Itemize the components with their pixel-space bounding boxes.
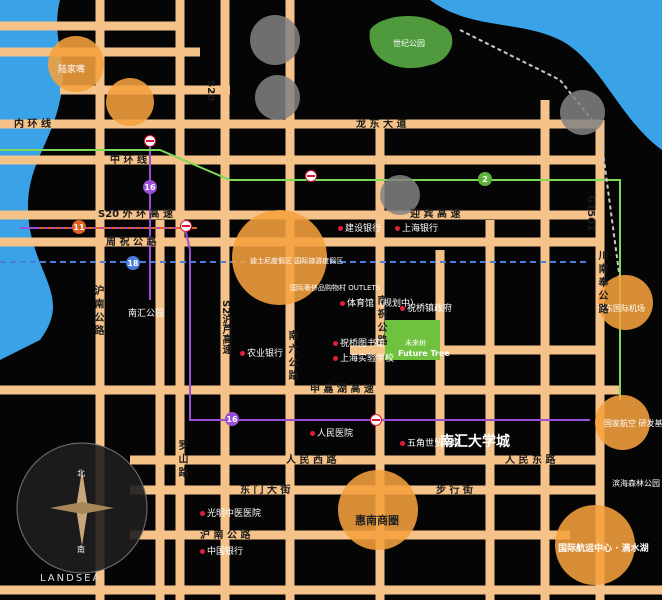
huangpu-river xyxy=(0,0,63,360)
road-s20-outer: S20 外 环 高 速 xyxy=(98,209,174,220)
outlets-label: 国际奢侈品购物村 OUTLETS xyxy=(290,284,381,292)
brand-label: LANDSEA xyxy=(40,573,102,584)
metro-station-1[interactable] xyxy=(144,135,156,147)
poi-dot xyxy=(200,511,205,516)
lujiazui-label: 陆家嘴 xyxy=(58,65,86,75)
metro-station-3[interactable] xyxy=(180,220,192,232)
poi-text: 体育馆（规划中） xyxy=(347,299,420,309)
zhangjiang-circle[interactable] xyxy=(106,78,154,126)
poi-dot xyxy=(333,356,338,361)
futuretree-block xyxy=(385,320,440,360)
disney-label: 迪士尼度假区 国际旅游度假区 xyxy=(250,257,344,265)
road-hunan: 沪 南 公 路 xyxy=(92,285,103,336)
poi-dot xyxy=(395,226,400,231)
poi-text: 中国银行 xyxy=(207,547,244,557)
gray-circle-2[interactable] xyxy=(255,75,300,120)
metro-line-2 xyxy=(0,149,621,400)
compass-cross xyxy=(50,502,114,514)
poi-dot xyxy=(200,549,205,554)
road-nanzhu: 南 祝 公 路 xyxy=(375,295,386,346)
road-s20: S20 xyxy=(205,80,216,102)
road-renmin-west: 人 民 西 路 xyxy=(286,455,337,466)
poi-school2: 上海实验学校 xyxy=(333,355,394,364)
poi-dot xyxy=(400,306,405,311)
huinan-label: 惠南商圈 xyxy=(355,514,399,527)
poi-text: 人民医院 xyxy=(317,429,354,439)
road-s2: S2沪芦高速 xyxy=(220,300,231,355)
poi-guangming: 光明中医医院 xyxy=(200,510,261,519)
road-neihuan: 内 环 线 xyxy=(14,119,51,130)
gray-circle-4[interactable] xyxy=(560,90,605,135)
metro-badge-16b[interactable]: 16 xyxy=(225,412,239,426)
gray-circle-3[interactable] xyxy=(380,175,420,215)
daxuecheng-label: 南汇大学城 xyxy=(440,434,510,450)
metro-station-4[interactable] xyxy=(370,414,382,426)
poi-renmin-hospital: 人民医院 xyxy=(310,430,353,439)
road-nanliu: 南 六 公 路 xyxy=(286,330,297,381)
futuretree-sub: 未来树 xyxy=(405,339,426,347)
airport-circle[interactable] xyxy=(598,275,653,330)
metro-badge-16[interactable]: 16 xyxy=(143,180,157,194)
aviation-circle[interactable] xyxy=(595,395,650,450)
aviation-label: 国家航空 研发基地 xyxy=(604,419,662,428)
poi-dot xyxy=(310,431,315,436)
road-dongmen: 东 门 大 街 xyxy=(240,485,291,496)
poi-shanghai-bank: 上海银行 xyxy=(395,225,438,234)
poi-text: 农业银行 xyxy=(247,349,284,359)
poi-zhuqiao-town: 祝桥镇政府 xyxy=(400,305,452,314)
east-sea xyxy=(430,0,662,150)
metro-badge-2[interactable]: 2 xyxy=(478,172,492,186)
poi-text: 祝桥图书馆 xyxy=(340,339,386,349)
gray-circle-1[interactable] xyxy=(250,15,300,65)
poi-dot xyxy=(338,226,343,231)
poi-text: 五角世贸商城 xyxy=(407,439,462,449)
poi-text: 建设银行 xyxy=(345,224,382,234)
compass-north: 北 xyxy=(77,469,85,478)
road-buxing: 步 行 街 xyxy=(436,485,473,496)
metro-badge-18[interactable]: 18 xyxy=(126,256,140,270)
poi-sports: 体育馆（规划中） xyxy=(340,300,419,309)
poi-text: 祝桥镇政府 xyxy=(407,304,453,314)
binhai-label: 滨海森林公园 xyxy=(612,479,660,488)
metro-station-2[interactable] xyxy=(305,170,317,182)
disney-circle[interactable] xyxy=(232,210,327,305)
road-g1501: G1501 xyxy=(585,195,596,232)
poi-dot xyxy=(240,351,245,356)
futuretree-label: Future Tree xyxy=(398,349,450,358)
airport-label: 浦东国际机场 xyxy=(597,304,645,313)
road-luoshan: 罗 山 路 xyxy=(176,440,187,477)
poi-agri-bank: 农业银行 xyxy=(240,350,283,359)
poi-construction-bank: 建设银行 xyxy=(338,225,381,234)
road-yingbin: 迎 宾 高 速 xyxy=(410,209,461,220)
poi-wanda: 五角世贸商城 xyxy=(400,440,461,449)
poi-china-bank: 中国银行 xyxy=(200,548,243,557)
road-shenjiahu: 申 嘉 湖 高 速 xyxy=(310,384,374,395)
poi-library: 祝桥图书馆 xyxy=(333,340,385,349)
poi-dot xyxy=(333,341,338,346)
road-hunan-bottom: 沪 南 公 路 xyxy=(200,530,251,541)
road-renmin-east: 人 民 东 路 xyxy=(505,455,556,466)
road-zhonghuan: 中 环 线 xyxy=(110,155,147,166)
metro-badge-11[interactable]: 11 xyxy=(72,220,86,234)
poi-text: 光明中医医院 xyxy=(207,509,262,519)
dishuihu-circle[interactable] xyxy=(555,505,635,585)
poi-text: 上海实验学校 xyxy=(340,354,395,364)
road-chuan-nan-feng: 川 南 奉 公 路 xyxy=(596,250,607,314)
huinan-circle[interactable] xyxy=(338,470,418,550)
poi-dot xyxy=(400,441,405,446)
century-park-label: 世纪公园 xyxy=(393,39,425,48)
road-zhoukang: 周 祝 公 路 xyxy=(106,237,157,248)
poi-text: 上海银行 xyxy=(402,224,439,234)
nanhui-park-label: 南汇公园 xyxy=(128,309,165,319)
compass-south: 南 xyxy=(77,545,85,554)
century-park-area xyxy=(369,15,453,69)
poi-dot xyxy=(340,301,345,306)
road-longdong: 龙 东 大 道 xyxy=(356,119,407,130)
lujiazui-circle[interactable] xyxy=(48,36,104,92)
dishuihu-label: 国际航运中心 · 滴水湖 xyxy=(558,544,649,554)
